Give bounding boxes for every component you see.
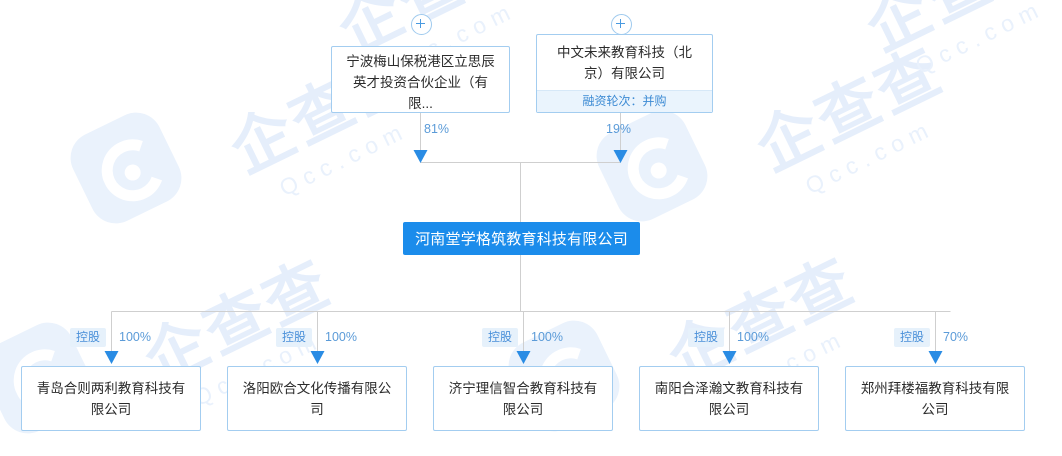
shareholder-name: 中文未来教育科技（北京）有限公司 [557,44,692,81]
subsidiary-node-4[interactable]: 郑州拜楼福教育科技有限公司 [845,366,1025,431]
subsidiary-percent-1: 100% [325,330,357,344]
subsidiary-percent-3: 100% [737,330,769,344]
subsidiary-name: 洛阳欧合文化传播有限公司 [242,380,392,417]
shareholder-name: 宁波梅山保税港区立思辰英才投资合伙企业（有限... [346,54,495,111]
relation-badge-3: 控股 [688,328,725,347]
shareholder-percent-0: 81% [424,122,450,136]
subsidiary-node-2[interactable]: 济宁理信智合教育科技有限公司 [433,366,613,431]
subsidiary-name: 郑州拜楼福教育科技有限公司 [860,380,1010,417]
shareholder-percent-1: 19% [606,122,632,136]
subsidiary-name: 南阳合泽瀚文教育科技有限公司 [654,380,804,417]
subsidiary-percent-4: 70% [943,330,969,344]
funding-round-badge: 融资轮次：并购 [537,90,712,112]
node-body: 南阳合泽瀚文教育科技有限公司 [640,367,818,430]
expand-shareholder-1-plus-icon[interactable] [611,14,632,35]
root-company-name: 河南堂学格筑教育科技有限公司 [415,231,628,248]
watermark-logo [61,103,191,233]
watermark-brand: 企查查 Qcc.com [746,35,955,200]
subsidiary-node-3[interactable]: 南阳合泽瀚文教育科技有限公司 [639,366,819,431]
expand-shareholder-0-plus-icon[interactable] [411,14,432,35]
relation-badge-0: 控股 [70,328,107,347]
subsidiary-node-1[interactable]: 洛阳欧合文化传播有限公司 [227,366,407,431]
node-body: 郑州拜楼福教育科技有限公司 [846,367,1024,430]
subsidiary-name: 济宁理信智合教育科技有限公司 [448,380,598,417]
node-body: 济宁理信智合教育科技有限公司 [434,367,612,430]
relation-badge-2: 控股 [482,328,519,347]
subsidiary-percent-0: 100% [119,330,151,344]
shareholder-node-0[interactable]: 宁波梅山保税港区立思辰英才投资合伙企业（有限... [331,46,510,113]
relation-badge-1: 控股 [276,328,313,347]
root-company-node[interactable]: 河南堂学格筑教育科技有限公司 [403,222,640,255]
arrowhead [104,150,943,364]
node-body: 洛阳欧合文化传播有限公司 [228,367,406,430]
node-body: 青岛合则两利教育科技有限公司 [22,367,200,430]
subsidiary-name: 青岛合则两利教育科技有限公司 [36,380,186,417]
node-body: 宁波梅山保税港区立思辰英才投资合伙企业（有限... [332,47,509,118]
shareholder-node-1[interactable]: 中文未来教育科技（北京）有限公司 融资轮次：并购 [536,34,713,113]
relation-badge-4: 控股 [894,328,931,347]
subsidiary-node-0[interactable]: 青岛合则两利教育科技有限公司 [21,366,201,431]
node-body: 中文未来教育科技（北京）有限公司 [537,35,712,90]
subsidiary-percent-2: 100% [531,330,563,344]
watermark-brand: 企查查 Qcc.com [856,0,1062,80]
